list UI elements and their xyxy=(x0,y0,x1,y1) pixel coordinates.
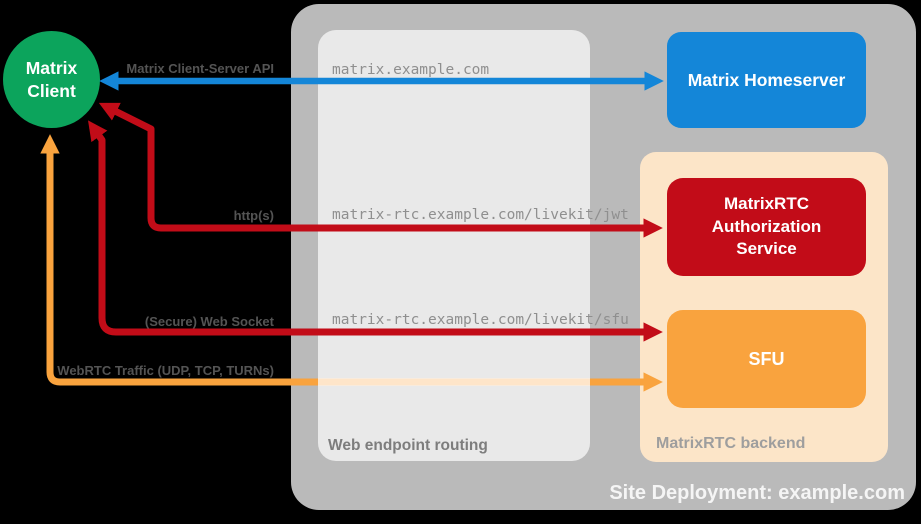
websocket-label: (Secure) Web Socket xyxy=(144,314,274,329)
http-label: http(s) xyxy=(233,208,274,223)
endpoint-matrix-example: matrix.example.com xyxy=(332,62,490,78)
matrixrtc-auth-service-node: MatrixRTC Authorization Service xyxy=(667,178,866,276)
matrix-client-node: Matrix Client xyxy=(3,31,100,128)
matrix-client-label-line2: Client xyxy=(27,80,76,101)
matrix-homeserver-node: Matrix Homeserver xyxy=(667,32,866,128)
matrix-client-label-line1: Matrix xyxy=(25,57,78,78)
matrixrtc-backend-label: MatrixRTC backend xyxy=(656,435,806,452)
endpoint-livekit-jwt: matrix-rtc.example.com/livekit/jwt xyxy=(332,207,629,223)
web-endpoint-routing-label: Web endpoint routing xyxy=(328,437,488,454)
endpoint-livekit-sfu: matrix-rtc.example.com/livekit/sfu xyxy=(332,312,629,328)
matrixrtc-auth-service-label: MatrixRTC Authorization Service xyxy=(711,193,822,259)
sfu-node: SFU xyxy=(667,310,866,408)
client-server-api-label: Matrix Client-Server API xyxy=(126,61,274,76)
matrix-homeserver-label: Matrix Homeserver xyxy=(687,69,846,90)
webrtc-traffic-label: WebRTC Traffic (UDP, TCP, TURNs) xyxy=(57,363,274,378)
site-deployment-label: Site Deployment: example.com xyxy=(609,482,905,504)
web-endpoint-routing-box xyxy=(318,30,590,461)
sfu-label: SFU xyxy=(748,348,785,369)
